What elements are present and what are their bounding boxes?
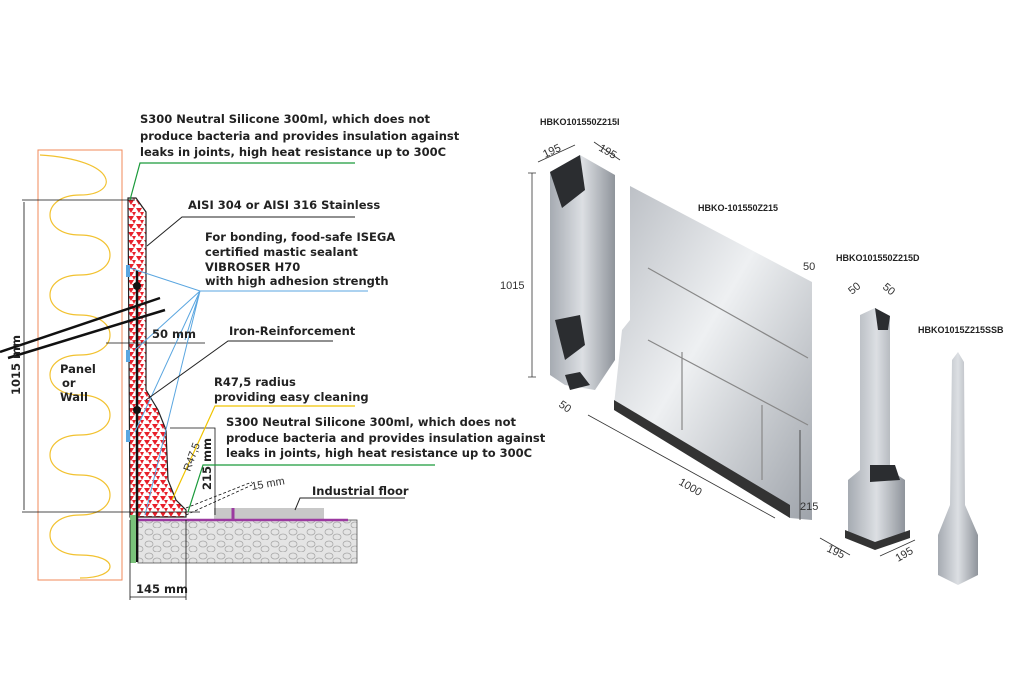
product-panel: HBKO-101550Z215 50 1000 215	[587, 186, 818, 520]
profile-stainless	[127, 197, 187, 518]
product-column: HBKO101550Z215D 50 50 195 195	[819, 253, 920, 565]
concrete-floor	[137, 519, 358, 564]
stainless-label: AISI 304 or AISI 316 Stainless	[188, 198, 380, 212]
corner-base: 50	[556, 399, 573, 416]
dim-145mm: 145 mm	[136, 582, 188, 596]
column-a: 50	[846, 280, 863, 297]
silicone-top-label: S300 Neutral Silicone 300ml, which does …	[140, 112, 460, 159]
product-corner: HBKO101550Z215I 195 195 1015 50	[500, 117, 621, 416]
silicone-bottom-label: S300 Neutral Silicone 300ml, which does …	[226, 415, 546, 460]
panel-height: 215	[800, 501, 818, 513]
dim-215mm: 215 mm	[200, 438, 214, 490]
corner-code: HBKO101550Z215I	[540, 117, 620, 127]
column-code: HBKO101550Z215D	[836, 253, 920, 263]
post-code: HBKO1015Z215SSB	[918, 325, 1004, 335]
column-w1: 195	[825, 543, 847, 562]
corner-height: 1015	[500, 280, 524, 292]
panel-length: 1000	[677, 476, 704, 499]
iron-label: Iron-Reinforcement	[229, 324, 356, 338]
insulation-loops	[39, 154, 111, 579]
dim-50mm: 50 mm	[152, 327, 196, 341]
panel-code: HBKO-101550Z215	[698, 203, 778, 213]
corner-w1: 195	[541, 142, 563, 161]
dim-15mm: 15 mm	[250, 475, 285, 493]
panel-thickness: 50	[803, 261, 815, 273]
dim-1015mm: 1015 mm	[9, 335, 23, 395]
corner-w2: 195	[597, 142, 619, 162]
floor-label: Industrial floor	[312, 484, 409, 498]
column-b: 50	[880, 281, 897, 298]
product-post: HBKO1015Z215SSB	[918, 325, 1004, 585]
section-drawing: S300 Neutral Silicone 300ml, which does …	[0, 112, 546, 600]
floor-slab	[214, 508, 324, 520]
